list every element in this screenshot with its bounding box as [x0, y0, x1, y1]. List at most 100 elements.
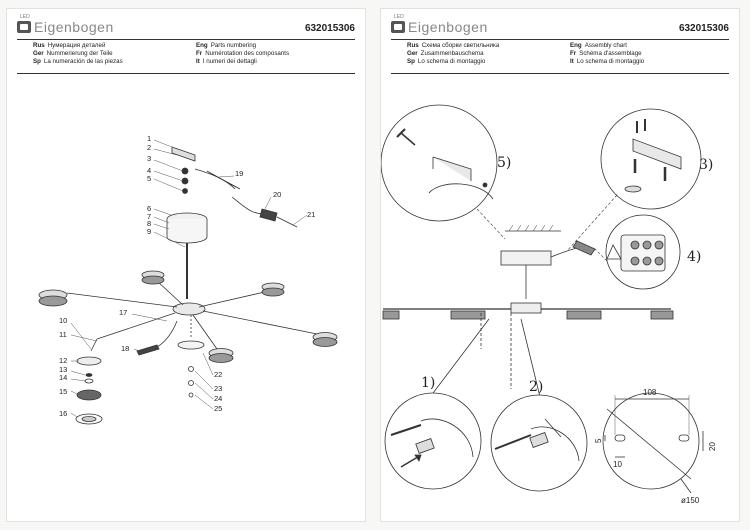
canopy-diagonal — [606, 408, 692, 480]
decor-ball — [188, 392, 194, 398]
bracket — [632, 138, 682, 170]
header-divider-bottom — [17, 73, 355, 74]
nut — [85, 373, 93, 377]
arm-tube — [390, 424, 422, 436]
lamp-head — [261, 282, 285, 297]
part-number: 8 — [147, 219, 151, 228]
arm-tube — [494, 434, 532, 450]
logo-text: Eigenbogen — [408, 19, 488, 35]
screw — [181, 167, 189, 175]
detail-circle-3 — [600, 108, 702, 210]
part-number: 21 — [307, 210, 315, 219]
decor-ring — [188, 366, 194, 372]
terminal-screws — [630, 240, 664, 266]
header-divider — [17, 39, 355, 40]
bracket — [432, 156, 472, 181]
part-number: 25 — [214, 404, 222, 413]
logo-tag: LED — [20, 14, 30, 20]
connector — [572, 240, 596, 256]
screw-set — [633, 119, 667, 181]
dim-diameter: ø150 — [681, 496, 700, 505]
part-number: 3 — [147, 154, 151, 163]
header-divider — [391, 39, 729, 40]
terminal-block — [206, 170, 241, 190]
part-number: 11 — [59, 330, 67, 339]
logo-icon — [391, 21, 405, 33]
part-number: 17 — [119, 308, 127, 317]
connector-plug — [136, 344, 160, 356]
part-number: 15 — [59, 387, 67, 396]
washer — [624, 185, 642, 193]
arrow-head-icon — [414, 454, 422, 462]
logo-text: Eigenbogen — [34, 19, 114, 35]
logo-tag: LED — [394, 14, 404, 20]
cable — [231, 196, 266, 215]
arm — [198, 290, 270, 308]
arm — [202, 310, 318, 335]
sleeve — [529, 432, 549, 448]
canopy-plan — [602, 392, 700, 490]
cable — [194, 168, 236, 190]
lamp-head — [141, 270, 165, 285]
screwdriver-icon — [544, 418, 562, 438]
part-number: 4 — [147, 166, 151, 175]
article-code: 632015306 — [304, 23, 355, 34]
arm — [66, 292, 178, 308]
mounting-bracket — [171, 146, 196, 162]
step-label-2: 2) — [529, 379, 543, 395]
lamp-head — [450, 310, 486, 320]
lamp-head — [208, 348, 234, 363]
part-number: 9 — [147, 227, 151, 236]
detail-circle-5 — [381, 104, 498, 222]
step-label-5: 5) — [497, 155, 511, 171]
screw — [181, 177, 189, 185]
assembly-chart-drawing: 5) 3) 4) 1) 2) 108 5 20 10 ø150 — [381, 104, 717, 505]
article-code: 632015306 — [678, 23, 729, 34]
step-label-1: 1) — [421, 375, 435, 391]
lamp-housing — [76, 356, 102, 366]
cable — [276, 216, 298, 228]
part-number: 1 — [147, 134, 151, 143]
part-number: 24 — [214, 394, 222, 403]
lamp-head — [650, 310, 674, 320]
led-module — [76, 389, 102, 401]
screw — [182, 188, 188, 194]
terminal-block — [620, 234, 666, 272]
part-number: 23 — [214, 384, 222, 393]
dim-height: 20 — [708, 442, 717, 451]
part-number: 12 — [59, 356, 67, 365]
lamp-head — [38, 289, 68, 307]
header-divider-bottom — [391, 73, 729, 74]
leader — [520, 318, 542, 402]
decor-nut — [188, 380, 194, 386]
arm — [192, 314, 218, 350]
part-number: 10 — [59, 316, 67, 325]
part-number: 19 — [235, 169, 243, 178]
part-number: 2 — [147, 143, 151, 152]
dim-offset: 10 — [613, 460, 622, 469]
part-number: 18 — [121, 344, 129, 353]
cable — [156, 320, 178, 348]
dim-slot: 5 — [594, 438, 603, 443]
hub-edge — [530, 426, 580, 462]
canopy — [166, 219, 208, 244]
canopy-edge — [428, 183, 494, 200]
screwdriver-icon — [396, 128, 416, 146]
hub-edge — [420, 418, 474, 458]
arm — [96, 312, 176, 340]
sleeve — [415, 438, 435, 454]
